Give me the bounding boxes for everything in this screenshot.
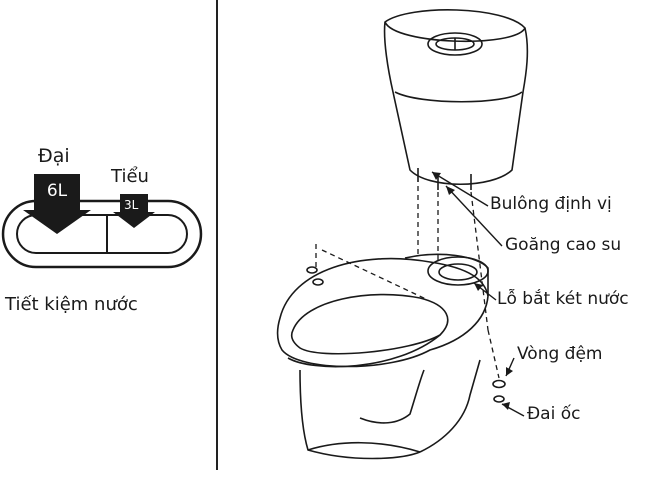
small-flush-arrow: [113, 194, 155, 228]
toilet-bowl: [276, 253, 489, 460]
big-flush-volume: 6L: [46, 181, 68, 201]
label-rubber-gasket: Goăng cao su: [505, 235, 622, 255]
label-tank-mounting-hole: Lỗ bắt két nước: [497, 289, 629, 309]
panel-divider: [216, 0, 218, 470]
big-flush-label: Đại: [38, 145, 70, 167]
water-saving-caption: Tiết kiệm nước: [5, 294, 138, 315]
label-nut: Đai ốc: [527, 404, 581, 424]
cistern-tank: [383, 9, 529, 190]
label-locating-bolt: Bulông định vị: [490, 194, 612, 214]
small-flush-label: Tiểu: [111, 166, 149, 187]
label-washer: Vòng đệm: [517, 344, 603, 364]
small-flush-volume: 3L: [124, 198, 139, 212]
dual-flush-button-illustration: [1, 174, 203, 269]
big-flush-arrow: [23, 174, 91, 234]
